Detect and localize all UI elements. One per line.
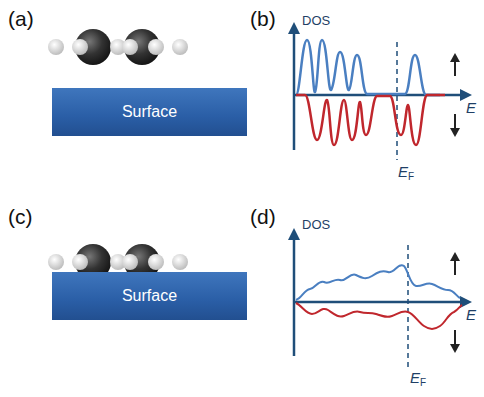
panel-label: (c) (8, 206, 33, 227)
fermi-label: E (398, 164, 408, 179)
surface-label: Surface (122, 287, 177, 305)
spin-down-dos (296, 95, 445, 145)
axis-label: E (466, 100, 476, 115)
axis-label: E (466, 307, 476, 322)
surface-slab: Surface (52, 88, 247, 136)
spin-down-dos (296, 303, 462, 329)
fermi-label: E (410, 370, 420, 385)
fermi-subscript: F (420, 378, 426, 388)
surface-label: Surface (122, 103, 177, 121)
axes (288, 22, 472, 356)
molecule (48, 29, 188, 65)
spin-up-dos (296, 40, 440, 95)
panel-label: (d) (250, 206, 276, 227)
spin-arrow (450, 53, 460, 353)
spin-up-dos (296, 265, 460, 300)
panel-label: (a) (8, 8, 34, 29)
axis-label: DOS (302, 14, 330, 27)
fermi-subscript: F (408, 172, 414, 182)
panel-label: (b) (250, 8, 276, 29)
axis-label: DOS (302, 218, 330, 231)
surface-slab: Surface (52, 272, 247, 320)
